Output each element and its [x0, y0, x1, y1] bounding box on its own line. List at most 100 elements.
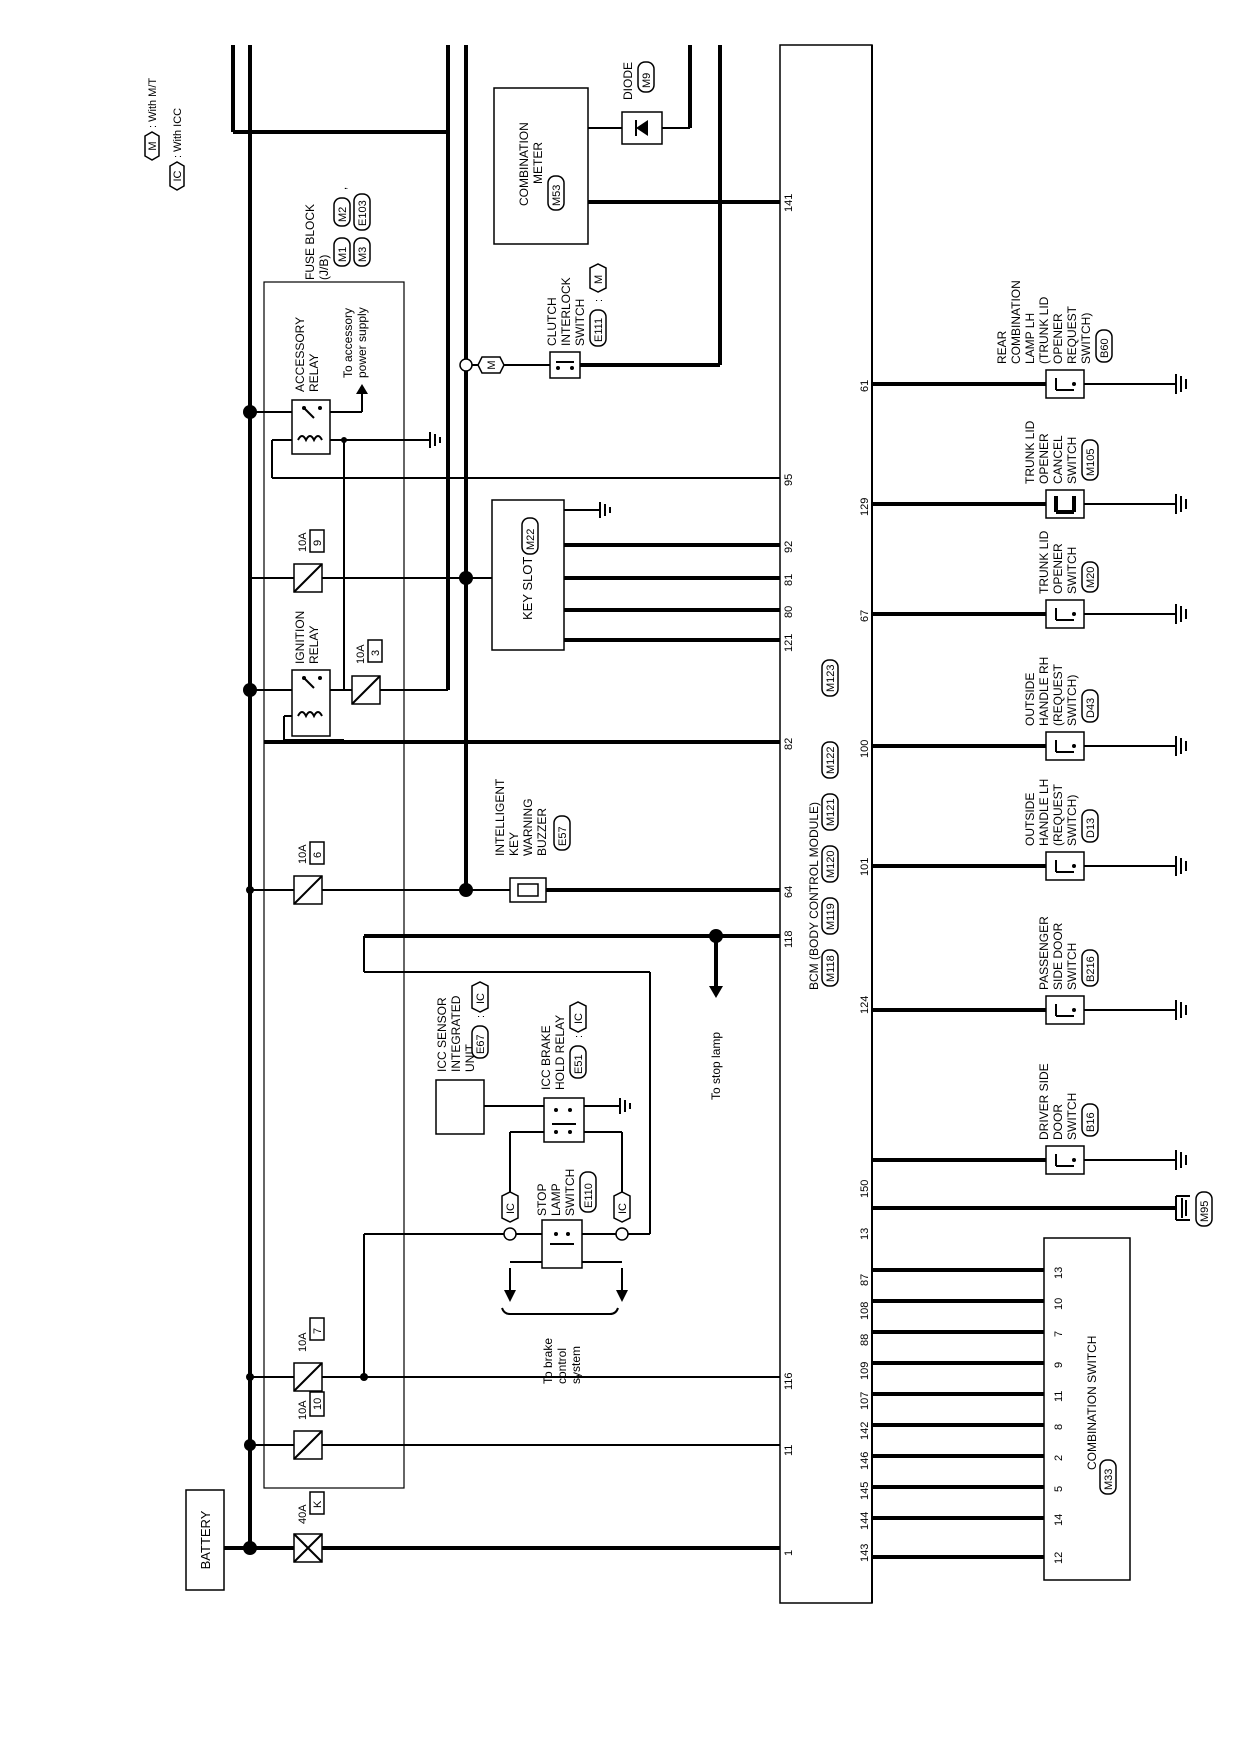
pin-108: 108 [859, 1302, 871, 1320]
bcm-c1: M118 [825, 955, 837, 982]
icc-sensor-sep: : [475, 1015, 487, 1018]
passenger-door-code: B216 [1085, 956, 1097, 982]
pin-67: 67 [859, 610, 871, 622]
fuse-10-circuit: 10A 10 [244, 1391, 780, 1460]
power-buses [224, 45, 450, 1555]
pin-88: 88 [859, 1334, 871, 1346]
accessory-relay: ACCESSORY RELAY To accessory power suppl… [250, 307, 780, 690]
outside-lh-line4: SWITCH) [1065, 795, 1079, 846]
cs-pin-5: 5 [1053, 1486, 1065, 1492]
fuse-block-comma1: , [337, 187, 349, 190]
fuse-6-circuit: 10A 6 INTELLIGENT KEY WARNING BUZZER E57 [264, 778, 780, 905]
clutch-opt: M [593, 275, 605, 284]
icc-sensor-opt: IC [475, 993, 487, 1004]
rear-lamp-line7: SWITCH) [1079, 313, 1093, 364]
cs-pin-7: 7 [1053, 1331, 1065, 1337]
passenger-door-line2: SIDE DOOR [1051, 922, 1065, 990]
stop-lamp-code: E110 [583, 1183, 595, 1208]
pin-11: 11 [783, 1445, 795, 1456]
legend-ic-badge [169, 161, 185, 191]
stop-lamp-ic-right: IC [617, 1203, 629, 1214]
fuse-block-line2: (J/B) [317, 255, 331, 280]
icc-brake-relay-symbol [543, 1097, 585, 1143]
diode-label: DIODE [621, 62, 635, 100]
fuse-3-amp: 10A [355, 644, 367, 664]
to-brake-line3: system [569, 1346, 583, 1384]
outside-rh-line3: (REQUEST [1051, 663, 1065, 726]
fuse-7-amp: 10A [297, 1332, 309, 1352]
rear-lamp-line6: REQUEST [1065, 305, 1079, 364]
rear-lamp-line3: LAMP LH [1023, 313, 1037, 364]
bcm-c6: M123 [825, 664, 837, 692]
outside-lh-code: D13 [1085, 818, 1097, 838]
pin-1: 1 [783, 1550, 795, 1556]
pin-100: 100 [859, 740, 871, 758]
pin-95: 95 [783, 474, 795, 486]
legend-m-badge [144, 131, 160, 161]
fuse-10-code: 10 [312, 1398, 324, 1410]
rear-lamp-line1: REAR [995, 330, 1009, 364]
cs-pin-10: 10 [1053, 1298, 1065, 1310]
stop-lamp-line2: LAMP [549, 1183, 563, 1216]
diode-code: M9 [641, 73, 653, 88]
combination-switch-label: COMBINATION SWITCH [1085, 1336, 1099, 1470]
trunk-opener-line2: OPENER [1051, 543, 1065, 594]
buzzer-line3: WARNING [521, 798, 535, 856]
pin-107: 107 [859, 1392, 871, 1410]
trunk-cancel-line4: SWITCH [1065, 437, 1079, 484]
stop-lamp-circuit: 10A 7 To stop lamp To brake control sys [264, 929, 780, 1392]
pin-141: 141 [783, 194, 795, 212]
fuse-9-code: 9 [312, 540, 324, 546]
trunk-opener-line3: SWITCH [1065, 547, 1079, 594]
clutch-m-badge-text: M [486, 360, 498, 369]
pin-150: 150 [859, 1180, 871, 1198]
ignition-relay: IGNITION RELAY 10A 3 [250, 132, 450, 741]
ground-m95: M95 [872, 1191, 1213, 1227]
fuse-9-amp: 10A [297, 532, 309, 552]
fuse-40a-amp: 40A [297, 1504, 309, 1524]
ground-m95-code: M95 [1199, 1201, 1211, 1222]
buzzer-code: E57 [557, 826, 569, 846]
legend: M : With M/T IC : With ICC [144, 78, 185, 191]
fuse-10-amp: 10A [297, 1400, 309, 1420]
bcm-c3: M120 [825, 850, 837, 878]
combination-switch-code: M33 [1103, 1469, 1115, 1490]
rear-lamp-line2: COMBINATION [1009, 280, 1023, 364]
battery-label: BATTERY [198, 1510, 213, 1569]
to-brake-line1: To brake [541, 1338, 555, 1384]
outside-rh-line2: HANDLE RH [1037, 657, 1051, 726]
pin-144: 144 [859, 1512, 871, 1530]
cs-pin-11: 11 [1053, 1391, 1065, 1402]
fuse-block-label: FUSE BLOCK (J/B) M1 M2 , M3 E103 [303, 187, 371, 280]
fuse-block-c2: M2 [337, 207, 349, 222]
cs-pin-13: 13 [1053, 1267, 1065, 1279]
passenger-door-line1: PASSENGER [1037, 916, 1051, 990]
bcm-c5: M122 [825, 746, 837, 774]
fuse-block-c3: M3 [357, 247, 369, 262]
rear-lamp-line4: (TRUNK LID [1037, 296, 1051, 364]
accessory-relay-line1: ACCESSORY [293, 317, 307, 392]
combination-meter-code: M53 [551, 185, 563, 206]
trunk-cancel-code: M105 [1085, 448, 1097, 476]
key-slot: KEY SLOT M22 [491, 499, 780, 651]
pin-61: 61 [859, 380, 871, 392]
legend-ic-code: IC [172, 170, 184, 181]
clutch-line1: CLUTCH [545, 297, 559, 346]
passenger-door-switch: PASSENGER SIDE DOOR SWITCH B216 [872, 916, 1187, 1025]
key-slot-code: M22 [525, 529, 537, 550]
bcm-pins-top: 1 11 116 118 64 82 121 80 81 92 95 141 [783, 194, 795, 1556]
pin-116: 116 [783, 1372, 795, 1390]
driver-door-code: B16 [1085, 1112, 1097, 1132]
pin-121: 121 [783, 634, 795, 652]
icc-sensor-line2: INTEGRATED [449, 995, 463, 1072]
to-brake-line2: control [555, 1348, 569, 1384]
combination-meter-line2: METER [531, 142, 545, 184]
cs-pin-14: 14 [1053, 1514, 1065, 1526]
fuse-6-code: 6 [312, 852, 324, 858]
trunk-cancel-line1: TRUNK LID [1023, 420, 1037, 484]
rear-lamp-line5: OPENER [1051, 313, 1065, 364]
bcm-c4: M121 [825, 798, 837, 826]
pin-81: 81 [783, 574, 795, 586]
cs-pin-9: 9 [1053, 1362, 1065, 1368]
